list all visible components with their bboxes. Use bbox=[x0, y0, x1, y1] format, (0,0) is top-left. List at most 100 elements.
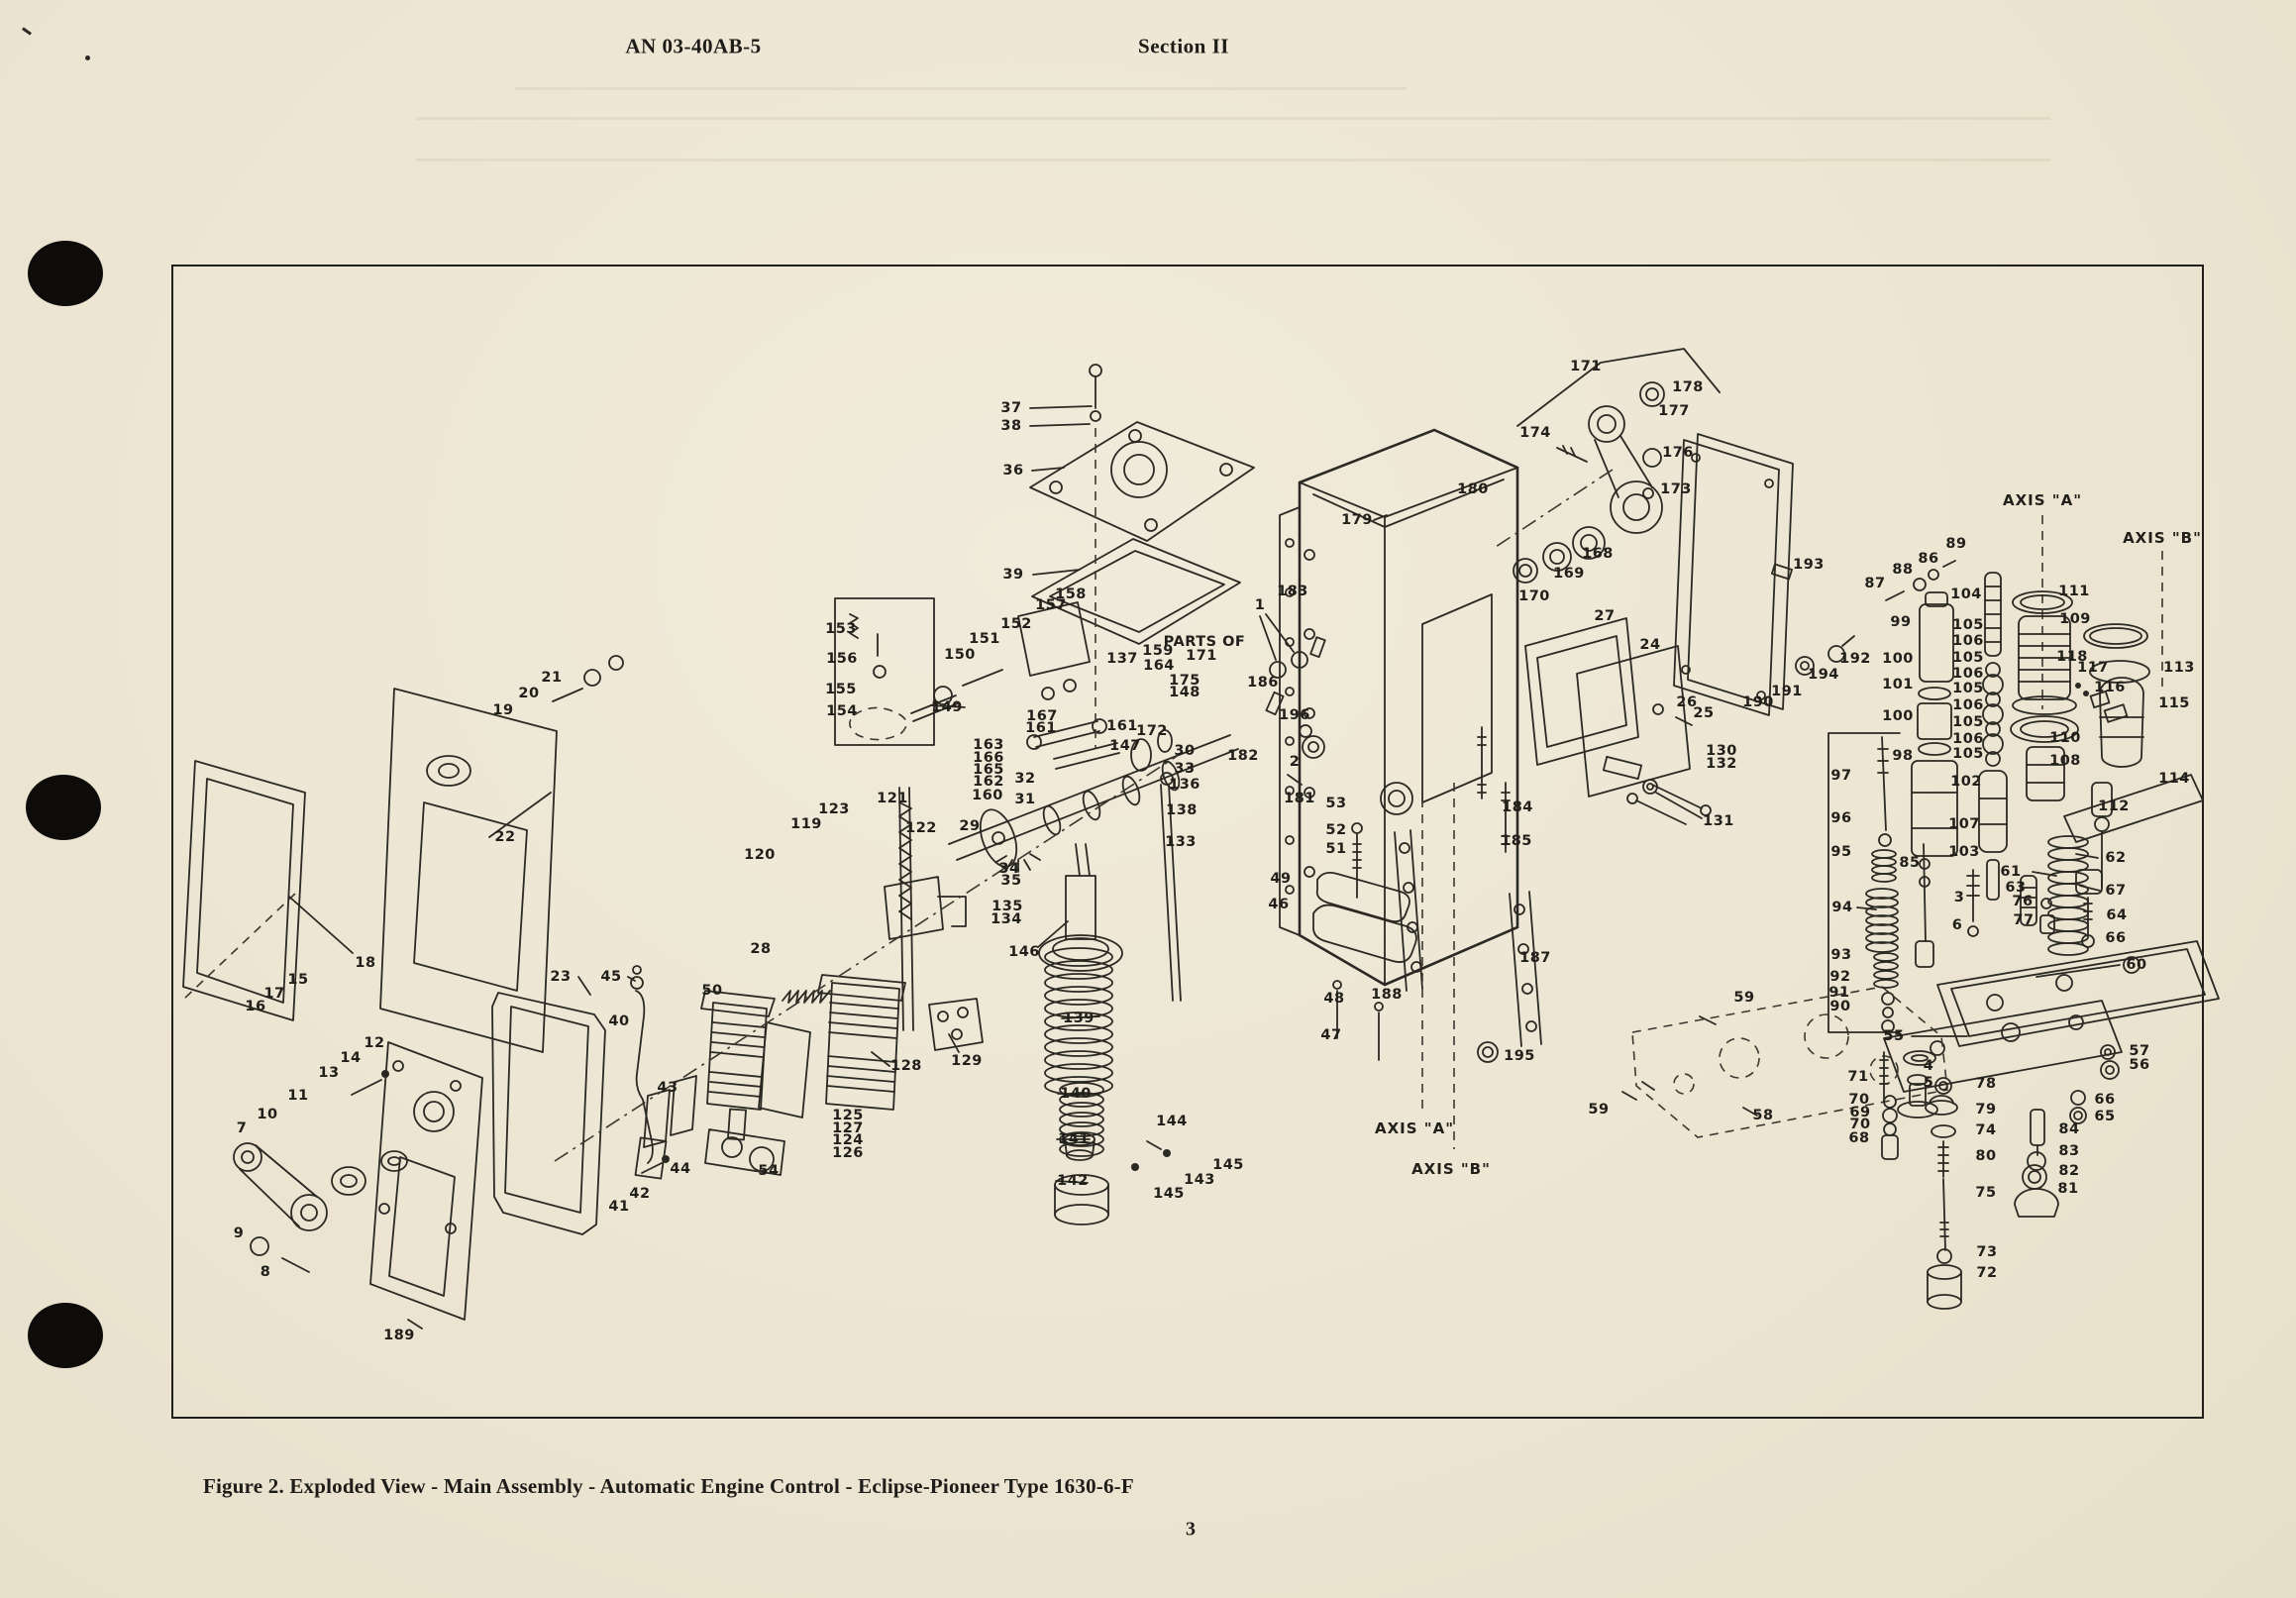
part-callout: 113 bbox=[2163, 660, 2195, 676]
part-callout: 106 bbox=[1952, 731, 1984, 747]
part-callout: 114 bbox=[2158, 771, 2190, 787]
part-callout: 125 bbox=[832, 1108, 864, 1123]
part-callout: 159 bbox=[1142, 643, 1174, 659]
part-callout: 177 bbox=[1658, 403, 1690, 419]
figure-border bbox=[171, 265, 2204, 1419]
part-callout: 105 bbox=[1952, 681, 1984, 696]
part-callout: 169 bbox=[1553, 566, 1585, 582]
part-callout: 166 bbox=[973, 750, 1004, 766]
part-callout: 76 bbox=[2012, 894, 2034, 909]
part-callout: 161 bbox=[1106, 718, 1138, 734]
part-callout: 142 bbox=[1057, 1173, 1089, 1189]
part-callout: 41 bbox=[608, 1199, 630, 1215]
part-callout: 45 bbox=[600, 969, 622, 985]
part-callout: 134 bbox=[991, 911, 1022, 927]
leader-lines bbox=[288, 405, 2121, 1184]
part-callout: 128 bbox=[890, 1058, 922, 1074]
part-callout: 15 bbox=[287, 972, 309, 988]
part-callout: 92 bbox=[1829, 969, 1851, 985]
part-callout: 161 bbox=[1025, 720, 1057, 736]
axis-label: AXIS "B" bbox=[2123, 529, 2202, 547]
part-callout: 71 bbox=[1847, 1069, 1869, 1085]
part-callout: 43 bbox=[657, 1080, 678, 1096]
part-callout: 130 bbox=[1706, 743, 1737, 759]
part-callout: 171 bbox=[1570, 359, 1602, 374]
part-callout: 1 bbox=[1254, 597, 1266, 613]
part-callout: 129 bbox=[951, 1053, 983, 1069]
part-callout: 7 bbox=[236, 1120, 248, 1136]
part-callout: 93 bbox=[1830, 947, 1852, 963]
part-callout: 3 bbox=[1953, 890, 1965, 906]
part-callout: 137 bbox=[1106, 651, 1138, 667]
part-callout: 193 bbox=[1793, 557, 1825, 573]
part-callout: 38 bbox=[1000, 418, 1022, 434]
part-callout: 185 bbox=[1501, 833, 1532, 849]
part-callout: 70 bbox=[1848, 1092, 1870, 1108]
part-callout: 156 bbox=[826, 651, 858, 667]
part-callout: 139 bbox=[1063, 1011, 1095, 1026]
part-callout: 120 bbox=[744, 847, 776, 863]
part-callout: 172 bbox=[1136, 723, 1168, 739]
part-callout: 48 bbox=[1323, 991, 1345, 1007]
part-callout: 6 bbox=[1951, 917, 1963, 933]
part-callout: 79 bbox=[1975, 1102, 1997, 1118]
side-plate bbox=[1673, 439, 1780, 716]
part-callout: 94 bbox=[1831, 900, 1853, 915]
part-callout: 35 bbox=[1000, 873, 1022, 889]
part-callout: 196 bbox=[1279, 707, 1310, 723]
gasket-23 bbox=[491, 992, 606, 1235]
part-callout: 8 bbox=[260, 1264, 271, 1280]
part-callout: 106 bbox=[1952, 697, 1984, 713]
part-callout: 162 bbox=[973, 774, 1004, 790]
part-callout: 106 bbox=[1952, 633, 1984, 649]
part-callout: 64 bbox=[2106, 907, 2128, 923]
part-callout: 195 bbox=[1504, 1048, 1535, 1064]
part-callout: 69 bbox=[1849, 1105, 1871, 1120]
part-callout: 59 bbox=[1588, 1102, 1610, 1118]
part-callout: 46 bbox=[1268, 897, 1290, 912]
part-callout: 105 bbox=[1952, 617, 1984, 633]
part-callout: 122 bbox=[905, 820, 937, 836]
part-callout: 126 bbox=[832, 1145, 864, 1161]
part-callout: 13 bbox=[318, 1065, 340, 1081]
part-callout: 100 bbox=[1882, 708, 1914, 724]
part-callout: 66 bbox=[2094, 1092, 2116, 1108]
part-callout: 173 bbox=[1660, 481, 1692, 497]
part-callout: 25 bbox=[1693, 705, 1715, 721]
part-callout: 14 bbox=[340, 1050, 362, 1066]
part-callout: 154 bbox=[826, 703, 858, 719]
part-callout: 168 bbox=[1582, 546, 1614, 562]
part-callout: 10 bbox=[257, 1107, 278, 1122]
part-callout: 174 bbox=[1519, 425, 1551, 441]
part-callout: 52 bbox=[1325, 822, 1347, 838]
part-callout: 32 bbox=[1014, 771, 1036, 787]
part-callout: 37 bbox=[1000, 400, 1022, 416]
part-callout: 73 bbox=[1976, 1244, 1998, 1260]
part-callout: 81 bbox=[2057, 1181, 2079, 1197]
part-callout: 58 bbox=[1752, 1108, 1774, 1123]
part-callout: 5 bbox=[1923, 1075, 1934, 1091]
part-callout: 40 bbox=[608, 1013, 630, 1029]
part-callout: 104 bbox=[1950, 586, 1982, 602]
part-callout: 102 bbox=[1950, 774, 1982, 790]
stray-mark bbox=[85, 55, 90, 60]
part-callout: 110 bbox=[2049, 730, 2081, 746]
part-callout: 124 bbox=[832, 1132, 864, 1148]
part-callout: 27 bbox=[1594, 608, 1616, 624]
part-callout: 189 bbox=[383, 1328, 415, 1343]
part-callout: 106 bbox=[1952, 666, 1984, 682]
section-title: Section II bbox=[1138, 34, 1229, 58]
binder-hole bbox=[26, 775, 101, 840]
part-callout: 97 bbox=[1830, 768, 1852, 784]
part-callout: 26 bbox=[1676, 694, 1698, 710]
part-callout: 108 bbox=[2049, 753, 2081, 769]
part-callout: 115 bbox=[2158, 695, 2190, 711]
part-callout: 89 bbox=[1945, 536, 1967, 552]
part-callout: 187 bbox=[1519, 950, 1551, 966]
part-callout: 144 bbox=[1156, 1114, 1188, 1129]
part-callout: 181 bbox=[1284, 791, 1315, 806]
part-callout: 180 bbox=[1457, 481, 1489, 497]
part-callout: 111 bbox=[2058, 584, 2090, 599]
part-callout: 74 bbox=[1975, 1122, 1997, 1138]
part-callout: 188 bbox=[1371, 987, 1403, 1003]
